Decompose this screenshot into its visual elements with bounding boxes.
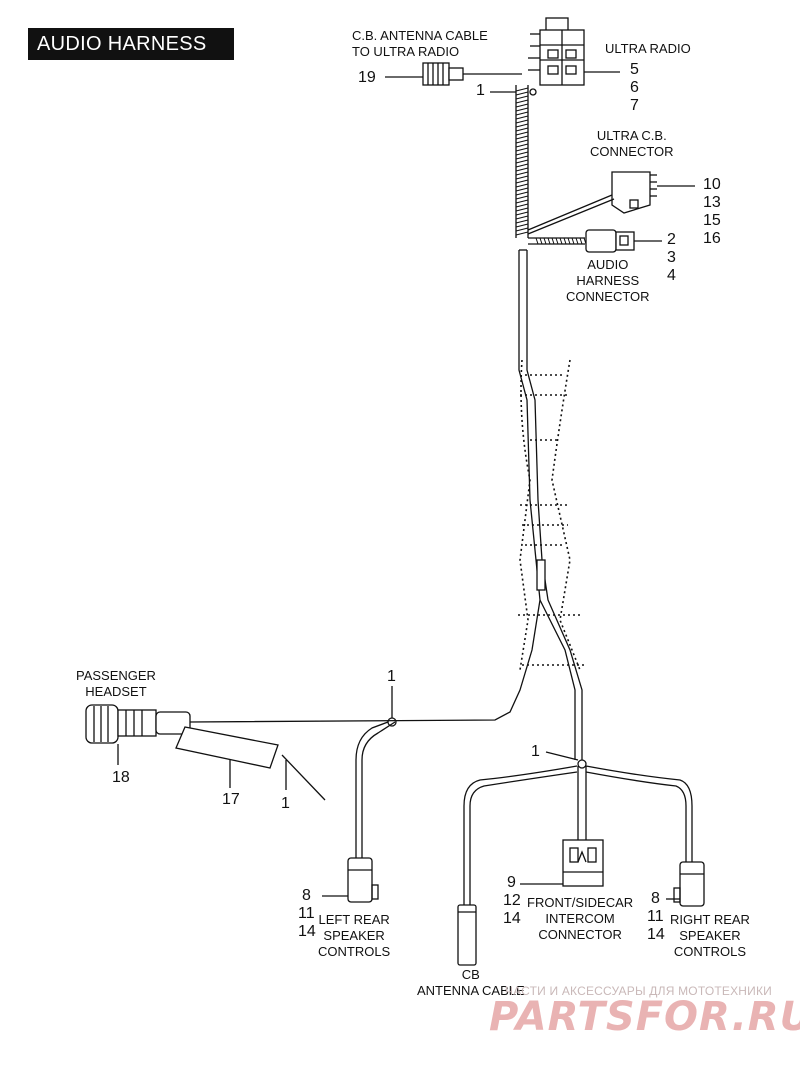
coil-stripe [543, 237, 547, 245]
leader-1-right [545, 751, 579, 761]
headset-cover-17 [175, 726, 326, 801]
label-ultra-cb-connector: ULTRA C.B. CONNECTOR [590, 128, 674, 159]
callout-right-rear: 8 11 14 [647, 890, 665, 943]
coil-stripe [567, 237, 571, 245]
coil-stripe [515, 203, 529, 208]
right-rear-connector-shape [673, 861, 705, 907]
coil-stripe [515, 131, 529, 136]
right-branches [463, 765, 693, 905]
coil-stripe [515, 139, 529, 144]
coil-stripe [559, 237, 563, 245]
label-cb-cable-to-radio: C.B. ANTENNA CABLE TO ULTRA RADIO [352, 28, 488, 59]
coil-stripe [515, 211, 529, 216]
coil-stripe [515, 207, 529, 212]
left-rear-branch [347, 721, 396, 903]
callout-18: 18 [112, 769, 130, 786]
intercom-connector-shape [562, 839, 604, 887]
coil-stripe [535, 237, 539, 245]
coil-stripe [575, 237, 579, 245]
coil-stripe [515, 187, 529, 192]
label-cb-antenna-cable: CB ANTENNA CABLE [417, 967, 525, 998]
callout-1-headset: 1 [281, 795, 290, 812]
audio-harness-connector-shape [528, 229, 635, 253]
coil-stripe [515, 199, 529, 204]
coil-stripe [515, 155, 529, 160]
label-audio-harness-connector: AUDIO HARNESS CONNECTOR [566, 257, 650, 304]
frame-outline-dotted [518, 359, 585, 671]
coil-stripe [515, 103, 529, 108]
callout-1-left: 1 [387, 668, 396, 685]
coil-stripe [515, 195, 529, 200]
coil-stripe [539, 237, 543, 245]
coil-stripe [515, 219, 529, 224]
coil-stripe [571, 237, 575, 245]
watermark-brand: PARTSFOR.RU [489, 994, 800, 1040]
label-right-rear-speaker: RIGHT REAR SPEAKER CONTROLS [670, 912, 750, 959]
label-front-sidecar-intercom: FRONT/SIDECAR INTERCOM CONNECTOR [527, 895, 634, 942]
coil-stripe [515, 163, 529, 168]
coil-stripe [515, 95, 529, 100]
callout-1-top: 1 [476, 82, 485, 99]
coil-stripe [555, 237, 559, 245]
coil-stripe [515, 87, 529, 92]
callout-19: 19 [358, 69, 376, 86]
cb-antenna-plug [422, 62, 522, 86]
coil-stripe [515, 183, 529, 188]
main-trunk [189, 249, 583, 760]
coil-stripe [515, 147, 529, 152]
coil-stripe [515, 167, 529, 172]
coil-stripe [515, 223, 529, 228]
coil-stripe [515, 135, 529, 140]
coil-stripe [515, 227, 529, 232]
callout-17: 17 [222, 791, 240, 808]
label-left-rear-speaker: LEFT REAR SPEAKER CONTROLS [318, 912, 391, 959]
passenger-headset-shape [85, 704, 191, 744]
ultra-cb-connector-shape [527, 171, 657, 235]
coil-stripe [515, 111, 529, 116]
coil-stripe [515, 175, 529, 180]
coil-stripe [515, 159, 529, 164]
coil-stripe [547, 237, 551, 245]
coil-stripe [515, 119, 529, 124]
coil-stripe [515, 91, 529, 96]
label-passenger-headset: PASSENGER HEADSET [76, 668, 156, 699]
coil-stripe [515, 99, 529, 104]
coil-stripe [515, 123, 529, 128]
callout-left-rear: 8 11 14 [298, 887, 316, 940]
ultra-radio-shape [528, 17, 585, 86]
callout-front: 9 12 14 [503, 874, 521, 927]
coil-stripe [515, 115, 529, 120]
callout-cb-connector: 10 13 15 16 [703, 176, 721, 247]
coil-stripe [515, 215, 529, 220]
callout-1-right: 1 [531, 743, 540, 760]
label-ultra-radio: ULTRA RADIO [605, 41, 691, 56]
coil-stripe [515, 143, 529, 148]
coil-stripe [515, 179, 529, 184]
cb-antenna-cable-end [457, 904, 477, 966]
coil-stripe [515, 127, 529, 132]
coil-stripe [515, 171, 529, 176]
coil-stripe [515, 107, 529, 112]
watermark-tagline: ЧАСТИ И АКСЕССУАРЫ ДЛЯ МОТОТЕХНИКИ [505, 984, 773, 998]
coil-stripe [515, 151, 529, 156]
callout-audio-connector: 2 3 4 [667, 231, 676, 284]
coil-stripe [563, 237, 567, 245]
callout-ultra-radio: 5 6 7 [630, 61, 639, 114]
diagram-title: AUDIO HARNESS [28, 28, 234, 60]
coil-stripe [515, 231, 529, 236]
coil-stripe [579, 237, 583, 245]
coil-stripe [515, 191, 529, 196]
coil-stripe [551, 237, 555, 245]
